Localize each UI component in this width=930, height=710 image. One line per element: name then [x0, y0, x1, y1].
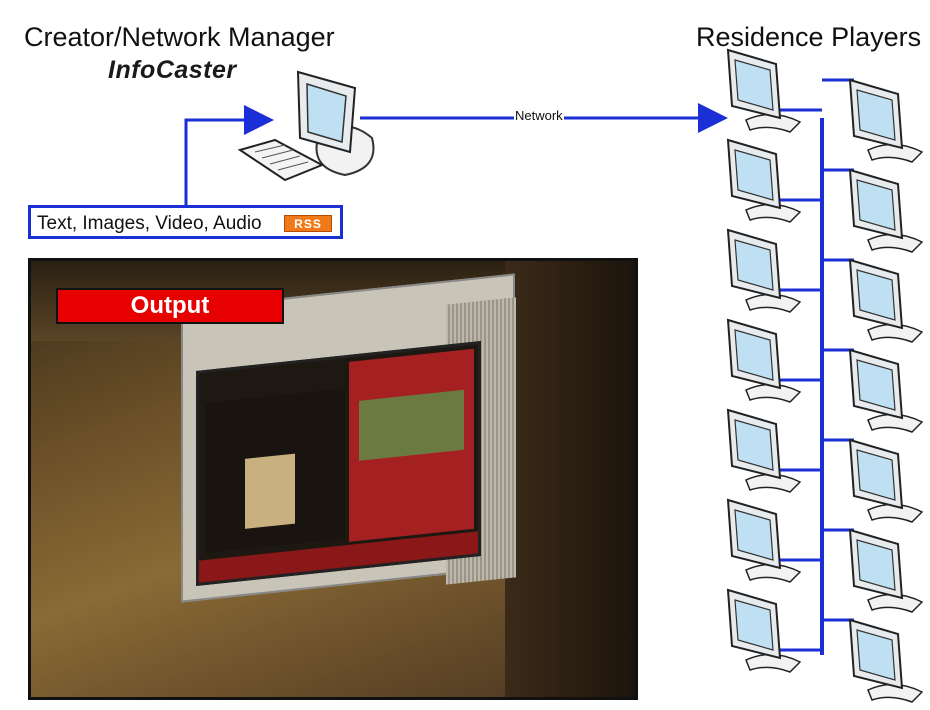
- player-monitor-icon: [848, 258, 924, 343]
- content-inputs-box: Text, Images, Video, Audio RSS: [28, 205, 343, 239]
- player-monitor-icon: [726, 48, 802, 133]
- output-photo: [28, 258, 638, 700]
- residence-players: [726, 48, 924, 703]
- creator-computer-icon: [237, 70, 375, 182]
- player-monitor-icon: [726, 588, 802, 673]
- output-badge: Output: [56, 288, 284, 324]
- player-monitor-icon: [848, 438, 924, 523]
- players-title: Residence Players: [696, 22, 922, 52]
- player-monitor-icon: [726, 408, 802, 493]
- player-monitor-icon: [848, 348, 924, 433]
- content-inputs-label: Text, Images, Video, Audio: [37, 213, 262, 234]
- rss-badge: RSS: [284, 215, 332, 232]
- player-branches: [780, 78, 854, 652]
- player-monitor-icon: [848, 168, 924, 253]
- input-to-computer-line: [184, 105, 274, 205]
- infocaster-logo: InfoCaster: [108, 56, 237, 84]
- keyboard-icon: [237, 138, 325, 182]
- player-monitor-icon: [726, 318, 802, 403]
- player-monitor-icon: [726, 498, 802, 583]
- player-monitor-icon: [726, 138, 802, 223]
- player-monitor-icon: [848, 78, 924, 163]
- signage-screen: [196, 341, 481, 586]
- player-monitor-icon: [848, 528, 924, 613]
- network-label: Network: [514, 108, 564, 123]
- player-monitor-icon: [848, 618, 924, 703]
- creator-title: Creator/Network Manager: [24, 22, 335, 52]
- player-monitor-icon: [726, 228, 802, 313]
